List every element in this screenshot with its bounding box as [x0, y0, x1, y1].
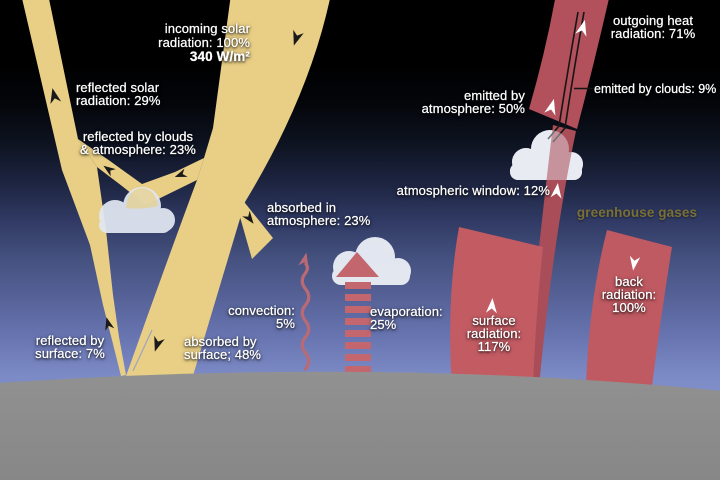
label-reflected-solar: reflected solar radiation: 29% [76, 80, 161, 108]
incoming-solar-beam [125, 0, 330, 379]
sun-glow [126, 188, 158, 209]
label-atmospheric-window: atmospheric window: 12% [396, 183, 550, 198]
label-surface-radiation: surface radiation: 117% [466, 313, 522, 354]
absorbed-atmosphere-beam [238, 198, 273, 259]
evaporation-arrow [336, 252, 379, 373]
evaporation-arrowhead [336, 252, 379, 277]
label-greenhouse-gases: greenhouse gases [576, 205, 698, 220]
label-reflected-surface: reflected by surface: 7% [35, 333, 105, 361]
surface-radiation-beam [450, 227, 543, 386]
label-emitted-clouds: emitted by clouds: 9% [594, 82, 717, 96]
solar-beams [22, 0, 330, 379]
label-incoming-solar: incoming solar radiation: 100% 340 W/m² [158, 21, 250, 64]
label-convection: convection: 5% [228, 303, 295, 331]
atmospheric-window-beam [525, 125, 576, 386]
label-absorbed-surface: absorbed by surface; 48% [184, 334, 262, 362]
label-reflected-clouds: reflected by clouds & atmosphere: 23% [80, 129, 196, 157]
reflected-clouds-beam [78, 139, 204, 205]
right-cloud-overlay [510, 130, 583, 180]
label-outgoing-heat: outgoing heat radiation: 71% [610, 13, 696, 41]
back-radiation-beam [586, 230, 672, 386]
label-evaporation: evaporation: 25% [370, 304, 443, 332]
ground [0, 371, 720, 480]
convection-wave [298, 251, 312, 371]
label-back-radiation: back radiation: 100% [601, 274, 657, 315]
blue-edge-line [132, 329, 153, 372]
reflected-solar-beam [22, 0, 126, 376]
label-emitted-atmosphere: emitted by atmosphere: 50% [421, 88, 525, 116]
label-absorbed-atmosphere: absorbed in atmosphere: 23% [267, 200, 371, 228]
